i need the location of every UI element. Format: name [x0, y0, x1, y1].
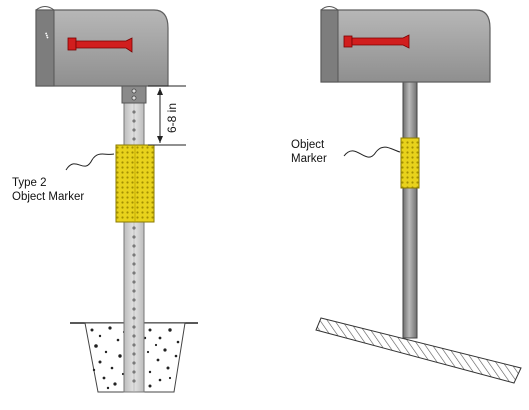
marker-label-line1: Object: [291, 139, 325, 151]
mounting-bracket: [121, 85, 147, 104]
height-dimension: 6-8 in: [148, 85, 186, 146]
pipe-post: [402, 81, 418, 339]
marker-label-line2: Object Marker: [12, 191, 84, 203]
type-2-object-marker: [115, 144, 155, 223]
red-flag: [343, 34, 410, 49]
right-mailbox: [320, 6, 491, 83]
marker-label-line1: Type 2: [12, 177, 47, 189]
right-figure: Object Marker: [291, 6, 522, 384]
left-callout: Type 2 Object Marker: [12, 153, 115, 203]
left-mailbox: ▪▪▪: [35, 6, 169, 87]
sloped-ground: [315, 317, 522, 384]
dimension-label: 6-8 in: [165, 103, 179, 133]
left-figure: ▪▪▪ 6-8 in Type 2 Object Marker: [12, 6, 198, 393]
u-channel-post: [123, 99, 145, 393]
object-marker-band: [400, 137, 420, 189]
mailbox-lettering: ▪▪▪: [42, 32, 50, 40]
right-callout: Object Marker: [291, 139, 401, 165]
red-flag: [67, 37, 133, 53]
marker-label-line2: Marker: [291, 153, 327, 165]
